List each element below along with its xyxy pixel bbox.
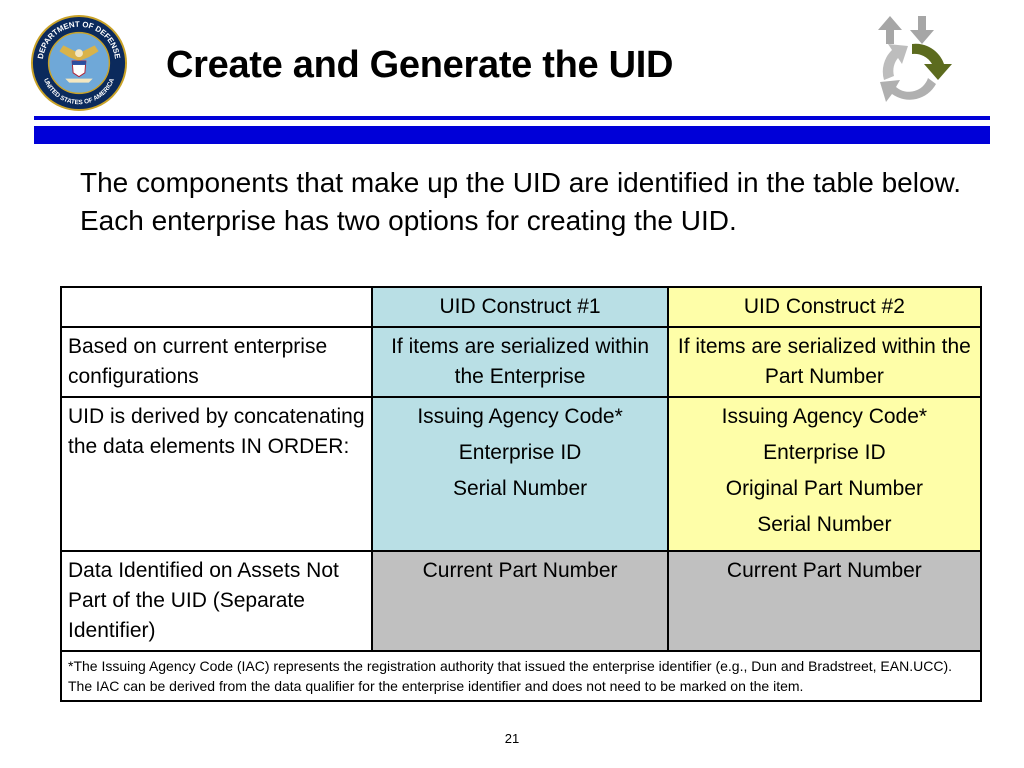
construct-1-condition: If items are serialized within the Enter… <box>371 326 669 398</box>
table-row: Data Identified on Assets Not Part of th… <box>59 550 983 652</box>
header-rule-thin <box>34 116 990 120</box>
table-footnote-row: *The Issuing Agency Code (IAC) represent… <box>60 650 982 702</box>
element-item: Enterprise ID <box>763 441 886 464</box>
element-item: Enterprise ID <box>458 441 582 464</box>
table-row: Based on current enterprise configuratio… <box>59 326 983 398</box>
construct-2-separate-identifier: Current Part Number <box>666 550 983 652</box>
table-header-row: UID Construct #1 UID Construct #2 <box>59 286 983 328</box>
construct-2-elements: Issuing Agency Code* Enterprise ID Origi… <box>666 396 983 552</box>
dod-seal-logo: DEPARTMENT OF DEFENSE UNITED STATES OF A… <box>30 14 128 112</box>
header-uid-construct-2: UID Construct #2 <box>666 286 983 328</box>
uid-construct-table: UID Construct #1 UID Construct #2 Based … <box>59 286 983 702</box>
construct-1-separate-identifier: Current Part Number <box>371 550 669 652</box>
table-row: UID is derived by concatenating the data… <box>59 396 983 552</box>
element-item: Original Part Number <box>725 477 923 500</box>
element-item: Serial Number <box>757 513 892 536</box>
construct-2-condition: If items are serialized within the Part … <box>666 326 983 398</box>
intro-paragraph: The components that make up the UID are … <box>80 167 961 236</box>
element-item: Issuing Agency Code* <box>721 405 928 428</box>
row-label-derived-by: UID is derived by concatenating the data… <box>59 396 374 552</box>
header-rule-thick <box>34 126 990 144</box>
construct-1-elements: Issuing Agency Code* Enterprise ID Seria… <box>371 396 669 552</box>
row-label-based-on: Based on current enterprise configuratio… <box>59 326 374 398</box>
row-label-data-identified: Data Identified on Assets Not Part of th… <box>59 550 374 652</box>
footnote-text: *The Issuing Agency Code (IAC) represent… <box>60 650 982 702</box>
slide-title: Create and Generate the UID <box>166 44 674 86</box>
header-empty-cell <box>59 286 374 328</box>
recycle-arrows-icon <box>878 16 952 102</box>
page-number: 21 <box>504 731 520 746</box>
element-item: Issuing Agency Code* <box>417 405 623 428</box>
element-item: Serial Number <box>452 477 588 500</box>
header-uid-construct-1: UID Construct #1 <box>371 286 669 328</box>
